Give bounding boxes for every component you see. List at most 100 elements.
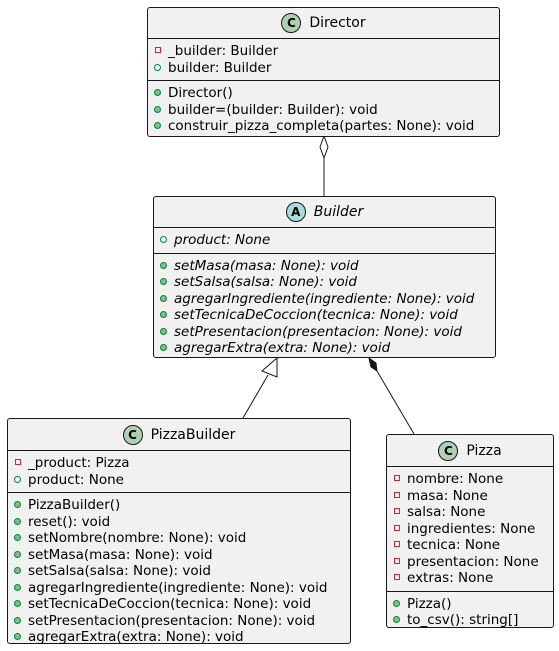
public-visibility-icon bbox=[160, 291, 174, 307]
method-row: agregarIngrediente(ingrediente: None): v… bbox=[160, 291, 495, 308]
method-text: Director() bbox=[168, 85, 233, 102]
public-visibility-icon bbox=[154, 85, 168, 101]
class-header: C Pizza bbox=[387, 435, 553, 467]
composition-line bbox=[376, 370, 415, 435]
method-row: construir_pizza_completa(partes: None): … bbox=[154, 118, 499, 135]
class-header: A Builder bbox=[154, 197, 495, 228]
public-visibility-icon bbox=[14, 629, 28, 645]
private-visibility-icon bbox=[393, 521, 407, 537]
public-visibility-icon bbox=[14, 580, 28, 596]
private-visibility-icon bbox=[393, 471, 407, 487]
method-row: to_csv(): string[] bbox=[393, 612, 553, 629]
attribute-row: builder: Builder bbox=[154, 60, 499, 77]
method-text: agregarExtra(extra: None): void bbox=[28, 629, 244, 646]
attribute-row: _builder: Builder bbox=[154, 43, 499, 60]
method-text: setSalsa(salsa: None): void bbox=[174, 274, 357, 291]
method-text: setMasa(masa: None): void bbox=[174, 257, 359, 274]
public-visibility-icon bbox=[154, 102, 168, 118]
method-text: Pizza() bbox=[407, 595, 452, 612]
method-row: agregarIngrediente(ingrediente: None): v… bbox=[14, 580, 350, 597]
method-row: builder=(builder: Builder): void bbox=[154, 102, 499, 119]
attribute-text: presentacion: None bbox=[407, 553, 539, 570]
private-visibility-icon bbox=[393, 570, 407, 586]
attribute-row: ingredientes: None bbox=[393, 521, 553, 538]
attribute-text: salsa: None bbox=[407, 504, 486, 521]
public-visibility-icon bbox=[14, 530, 28, 546]
methods-section: Director()builder=(builder: Builder): vo… bbox=[148, 81, 499, 139]
attribute-text: product: None bbox=[174, 232, 271, 249]
method-text: to_csv(): string[] bbox=[407, 612, 519, 629]
private-visibility-icon bbox=[154, 43, 168, 59]
public-visibility-icon bbox=[160, 340, 174, 356]
method-text: setTecnicaDeCoccion(tecnica: None): void bbox=[28, 596, 312, 613]
public-visibility-icon bbox=[14, 514, 28, 530]
method-row: setMasa(masa: None): void bbox=[160, 258, 495, 275]
method-row: setSalsa(salsa: None): void bbox=[14, 563, 350, 580]
method-text: reset(): void bbox=[28, 513, 111, 530]
class-header: C Director bbox=[148, 8, 499, 39]
attribute-row: product: None bbox=[14, 472, 350, 489]
private-visibility-icon bbox=[14, 455, 28, 471]
methods-section: Pizza()to_csv(): string[] bbox=[387, 592, 553, 633]
public-visibility-icon bbox=[160, 274, 174, 290]
class-header: C PizzaBuilder bbox=[8, 419, 350, 451]
method-row: setTecnicaDeCoccion(tecnica: None): void bbox=[14, 596, 350, 613]
method-text: PizzaBuilder() bbox=[28, 497, 121, 514]
private-visibility-icon bbox=[393, 488, 407, 504]
attribute-text: nombre: None bbox=[407, 471, 504, 488]
method-text: setSalsa(salsa: None): void bbox=[28, 563, 211, 580]
attribute-row: extras: None bbox=[393, 570, 553, 587]
attribute-text: _builder: Builder bbox=[168, 43, 279, 60]
attribute-text: masa: None bbox=[407, 487, 488, 504]
method-row: setTecnicaDeCoccion(tecnica: None): void bbox=[160, 307, 495, 324]
attribute-text: ingredientes: None bbox=[407, 520, 536, 537]
method-row: agregarExtra(extra: None): void bbox=[160, 340, 495, 357]
method-row: Director() bbox=[154, 85, 499, 102]
attribute-row: product: None bbox=[160, 232, 495, 249]
class-badge-icon: C bbox=[122, 424, 143, 445]
method-row: agregarExtra(extra: None): void bbox=[14, 629, 350, 646]
method-text: setPresentacion(presentacion: None): voi… bbox=[174, 323, 462, 340]
class-name: Director bbox=[309, 15, 366, 31]
attribute-text: product: None bbox=[28, 471, 124, 488]
method-row: setPresentacion(presentacion: None): voi… bbox=[160, 324, 495, 341]
private-visibility-icon bbox=[393, 504, 407, 520]
attribute-row: masa: None bbox=[393, 488, 553, 505]
public-visibility-icon bbox=[393, 612, 407, 628]
attribute-text: _product: Pizza bbox=[28, 455, 130, 472]
attribute-row: presentacion: None bbox=[393, 554, 553, 571]
attributes-section: product: None bbox=[154, 228, 495, 254]
method-row: setMasa(masa: None): void bbox=[14, 547, 350, 564]
attribute-row: tecnica: None bbox=[393, 537, 553, 554]
abstract-badge-icon: A bbox=[285, 202, 306, 222]
method-text: agregarIngrediente(ingrediente: None): v… bbox=[28, 579, 328, 596]
composition-diamond bbox=[368, 356, 378, 373]
attribute-row: nombre: None bbox=[393, 471, 553, 488]
public-visibility-icon bbox=[160, 307, 174, 323]
private-visibility-icon bbox=[393, 554, 407, 570]
class-name: Pizza bbox=[466, 442, 502, 459]
method-row: setSalsa(salsa: None): void bbox=[160, 274, 495, 291]
class-builder[interactable]: A Builder product: None setMasa(masa: No… bbox=[153, 196, 496, 358]
attribute-text: tecnica: None bbox=[407, 537, 501, 554]
method-text: agregarIngrediente(ingrediente: None): v… bbox=[174, 290, 475, 307]
public-visibility-icon bbox=[154, 60, 168, 76]
public-visibility-icon bbox=[14, 547, 28, 563]
method-text: builder=(builder: Builder): void bbox=[168, 101, 378, 118]
inheritance-arrowhead bbox=[261, 356, 278, 378]
public-visibility-icon bbox=[160, 258, 174, 274]
method-text: construir_pizza_completa(partes: None): … bbox=[168, 118, 475, 135]
method-text: setTecnicaDeCoccion(tecnica: None): void bbox=[174, 307, 458, 324]
attribute-row: _product: Pizza bbox=[14, 455, 350, 472]
public-visibility-icon bbox=[14, 497, 28, 513]
class-badge-icon: C bbox=[438, 440, 459, 461]
class-badge-icon: C bbox=[281, 13, 302, 33]
